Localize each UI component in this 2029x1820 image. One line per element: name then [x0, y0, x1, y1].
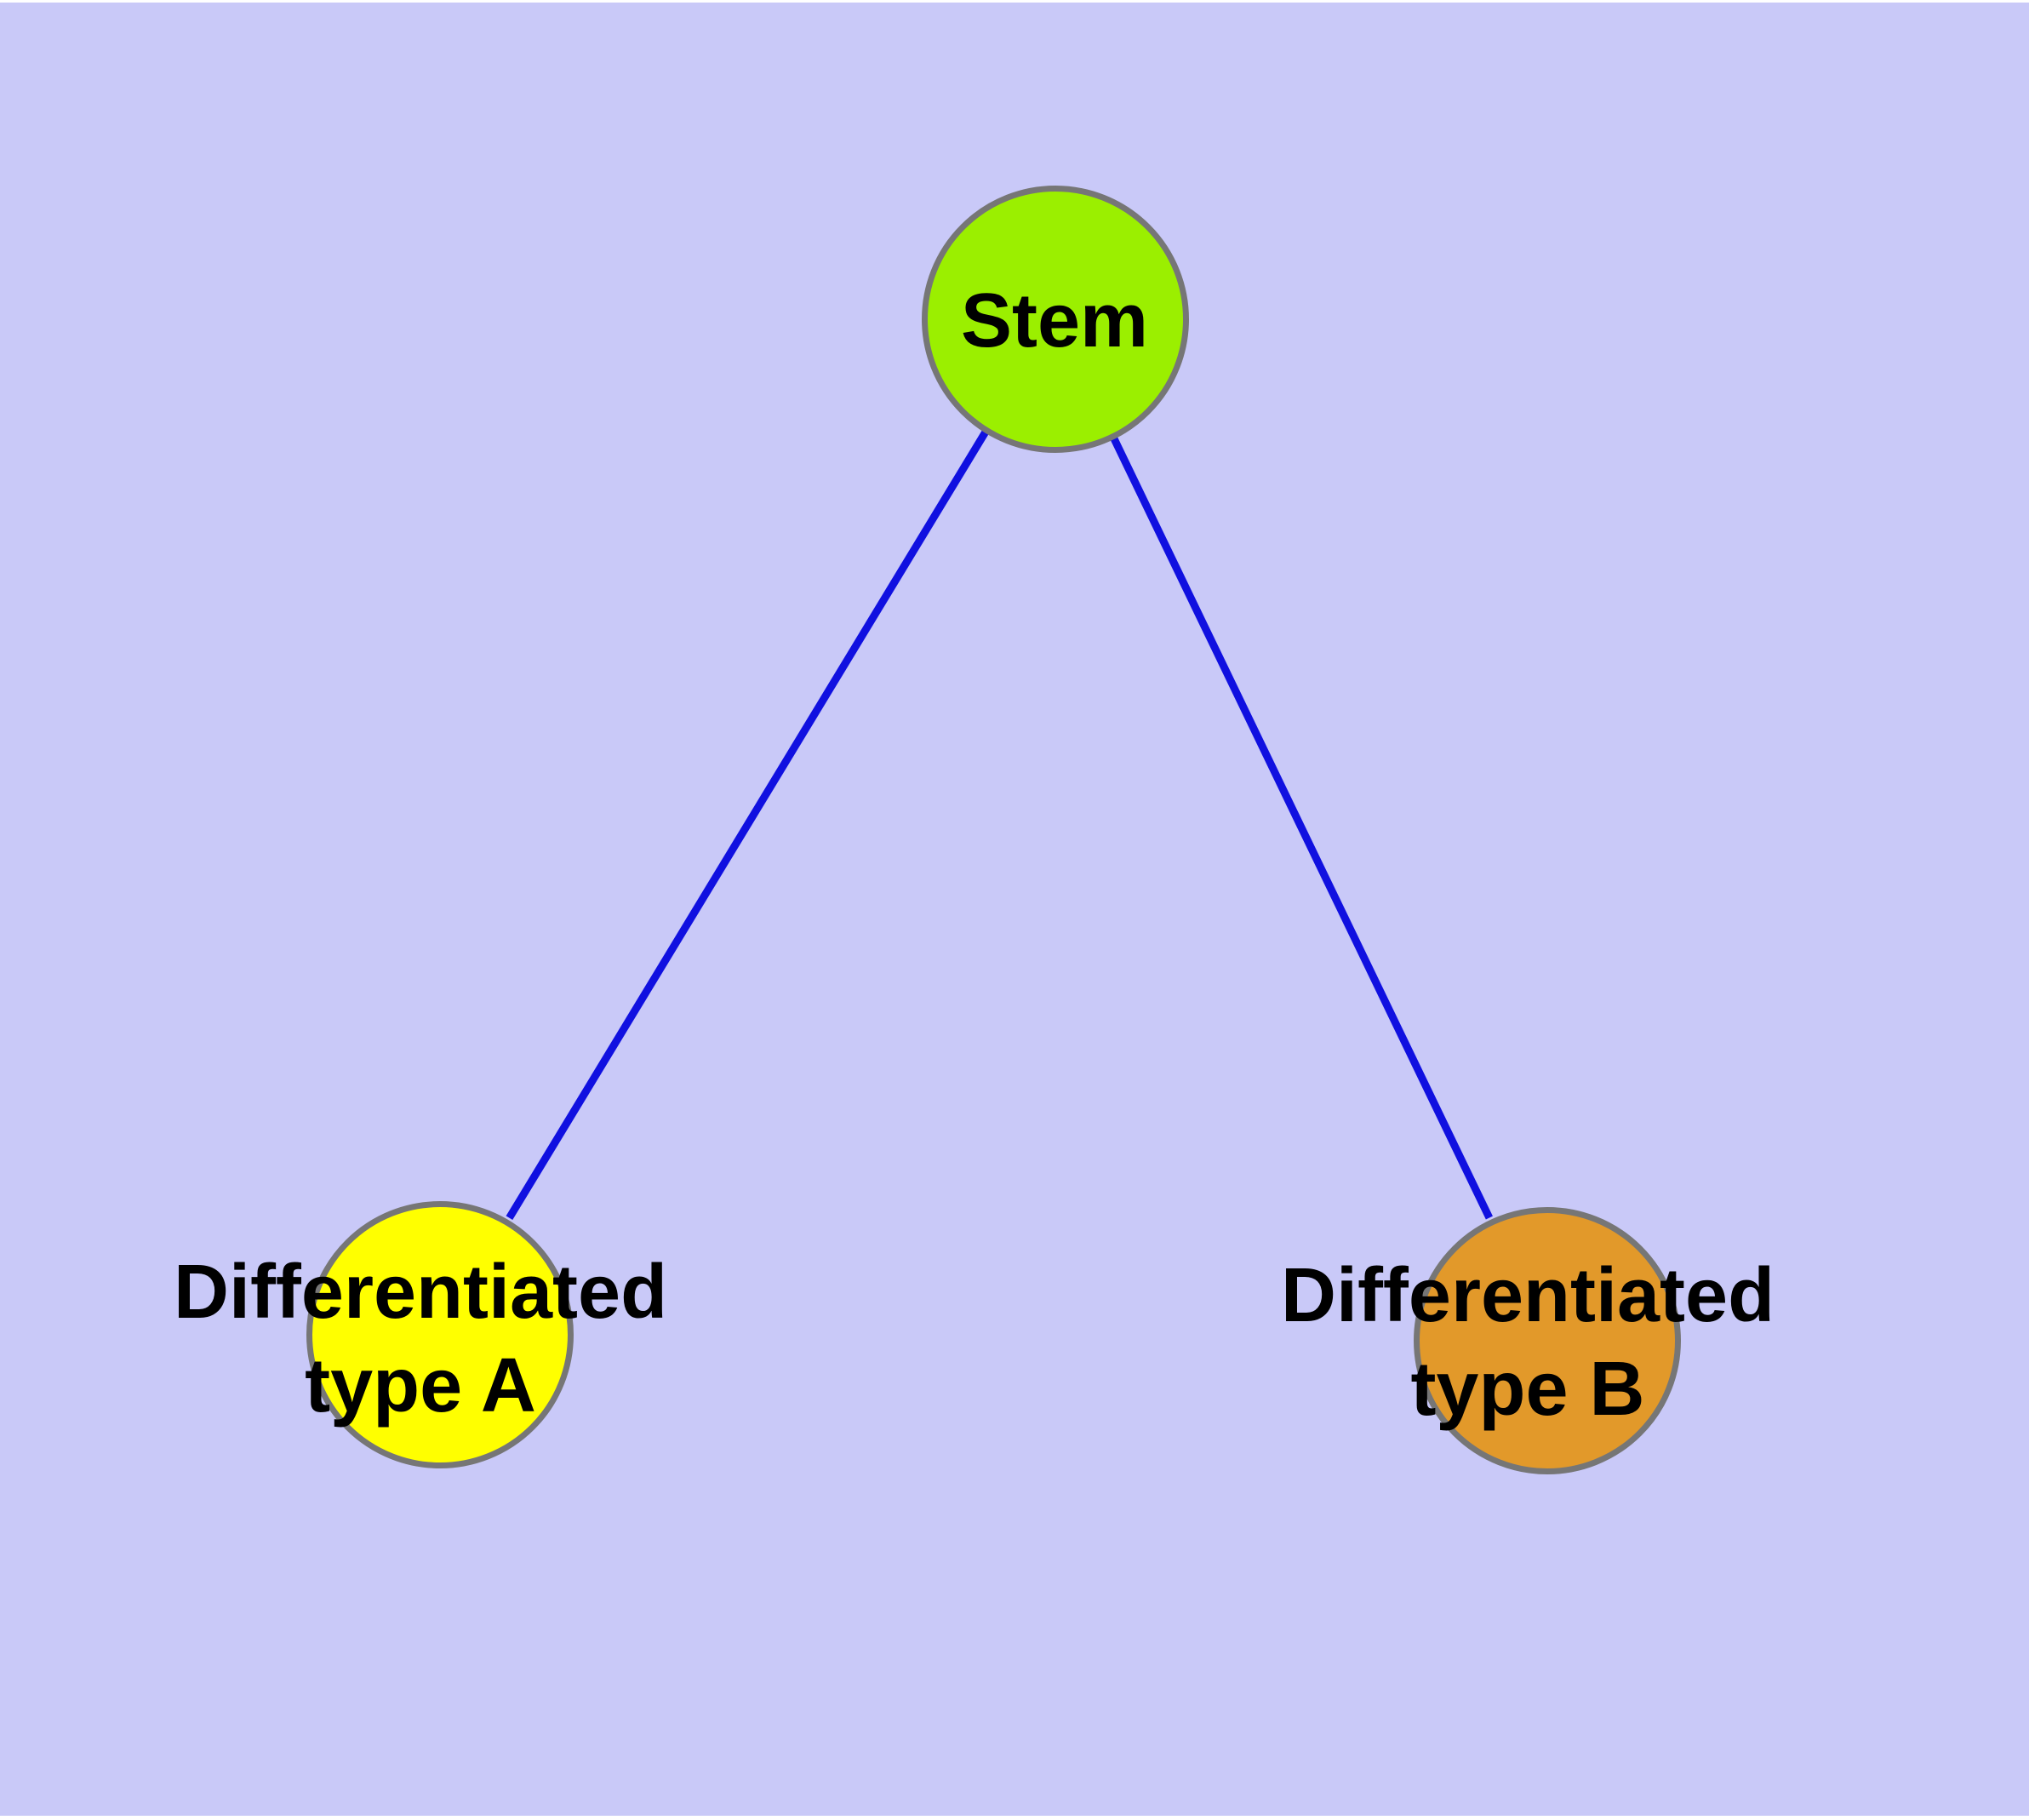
node-stem-label: Stem: [961, 274, 1148, 368]
node-differentiated-type-a-label-line-2: type A: [305, 1343, 536, 1428]
node-differentiated-type-b-label-line-2: type B: [1410, 1347, 1645, 1432]
edges-layer: [506, 428, 1493, 1221]
edge-stem-to-type-a: [506, 428, 990, 1221]
node-differentiated-type-a-label-line-1: Differentiated: [173, 1250, 668, 1335]
node-differentiated-type-b-label-line-1: Differentiated: [1280, 1253, 1775, 1338]
node-differentiated-type-a-label: Differentiated type A: [174, 1245, 667, 1433]
graph-canvas: Stem Differentiated type A Differentiate…: [0, 3, 2029, 1816]
node-differentiated-type-b-label: Differentiated type B: [1281, 1249, 1775, 1436]
node-differentiated-type-a: Differentiated type A: [174, 1201, 667, 1468]
edge-stem-to-type-b: [1110, 435, 1493, 1220]
node-differentiated-type-b: Differentiated type B: [1281, 1207, 1775, 1474]
node-stem-label-line: Stem: [960, 278, 1149, 363]
node-stem: Stem: [922, 186, 1189, 453]
